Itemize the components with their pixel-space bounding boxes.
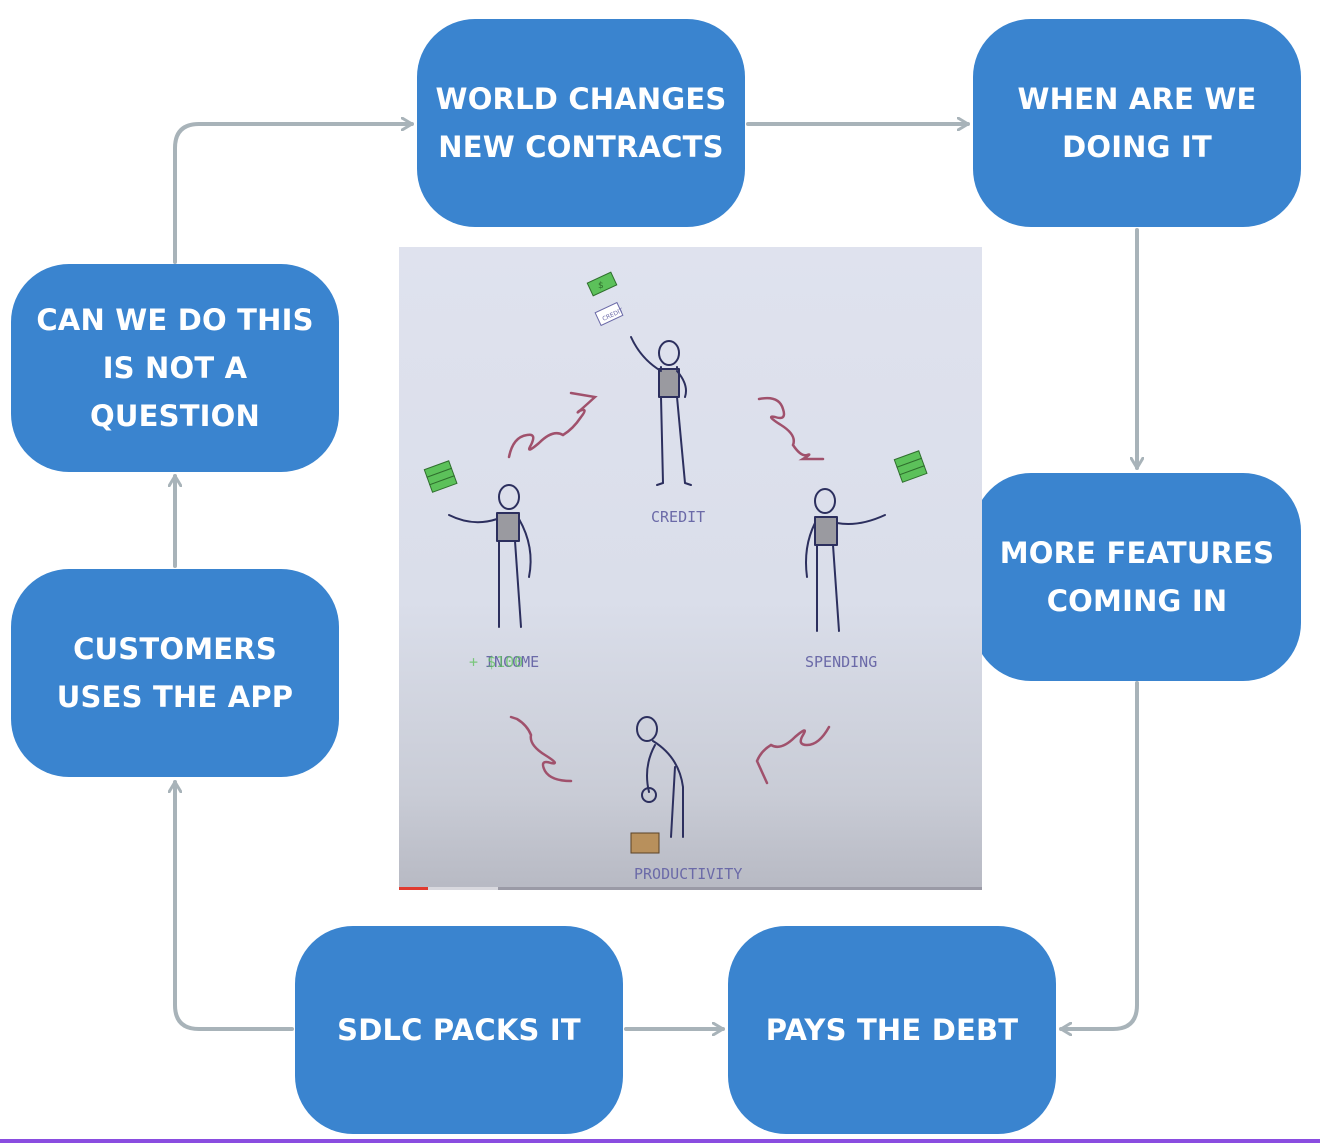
arrow-more-to-pays [1059, 681, 1139, 1029]
figure-income [448, 484, 532, 628]
illustration-drawing: CREDIT SPENDING INCOME + $100 PRODUCTIVI… [423, 271, 928, 883]
node-text: WORLD CHANGES [435, 82, 727, 116]
money-icons [423, 271, 928, 854]
node-text: SDLC PACKS IT [337, 1013, 581, 1047]
node-text: DOING IT [1062, 130, 1212, 164]
economic-cycle-illustration[interactable]: CREDIT SPENDING INCOME + $100 PRODUCTIVI… [399, 247, 982, 890]
video-progress-fill [399, 887, 429, 890]
node-text: CAN WE DO THIS [36, 303, 314, 337]
node-can-we-do: CAN WE DO THIS IS NOT A QUESTION [11, 264, 339, 472]
bottom-accent-rule [0, 1139, 1320, 1143]
label-productivity: PRODUCTIVITY [634, 865, 742, 883]
label-income: INCOME [485, 653, 539, 671]
node-text: COMING IN [1046, 584, 1228, 618]
node-when-are-we: WHEN ARE WE DOING IT [973, 19, 1301, 227]
node-more-features: MORE FEATURES COMING IN [973, 473, 1301, 681]
node-text: MORE FEATURES [999, 536, 1275, 570]
figure-productivity [636, 716, 684, 838]
node-pays-the-debt: PAYS THE DEBT [728, 926, 1056, 1134]
label-spending: SPENDING [805, 653, 877, 671]
curl-arrow-bottom-right [755, 725, 831, 785]
node-world-changes: WORLD CHANGES NEW CONTRACTS [417, 19, 745, 227]
label-income-plus: + $100 [469, 653, 523, 671]
label-credit: CREDIT [651, 508, 705, 526]
bill-symbol: $ [598, 281, 604, 291]
node-text: USES THE APP [56, 680, 294, 714]
curl-arrow-top-right [757, 396, 825, 461]
arrow-can-to-world [173, 124, 414, 264]
node-text: IS NOT A [102, 351, 248, 385]
node-customers: CUSTOMERS USES THE APP [11, 569, 339, 777]
node-text: NEW CONTRACTS [438, 130, 724, 164]
node-text: CUSTOMERS [73, 632, 277, 666]
curl-arrow-top-left [507, 391, 598, 459]
figure-credit [630, 336, 692, 486]
node-sdlc-packs-it: SDLC PACKS IT [295, 926, 623, 1134]
box-icon [630, 832, 660, 854]
video-buffer-fill [428, 887, 499, 890]
node-text: WHEN ARE WE [1017, 82, 1257, 116]
node-text: PAYS THE DEBT [765, 1013, 1019, 1047]
figure-spending [805, 488, 886, 632]
node-text: QUESTION [90, 399, 260, 433]
arrow-sdlc-to-customers [175, 780, 294, 1031]
video-progress-bar[interactable] [399, 887, 982, 890]
curl-arrow-bottom-left [509, 715, 573, 783]
